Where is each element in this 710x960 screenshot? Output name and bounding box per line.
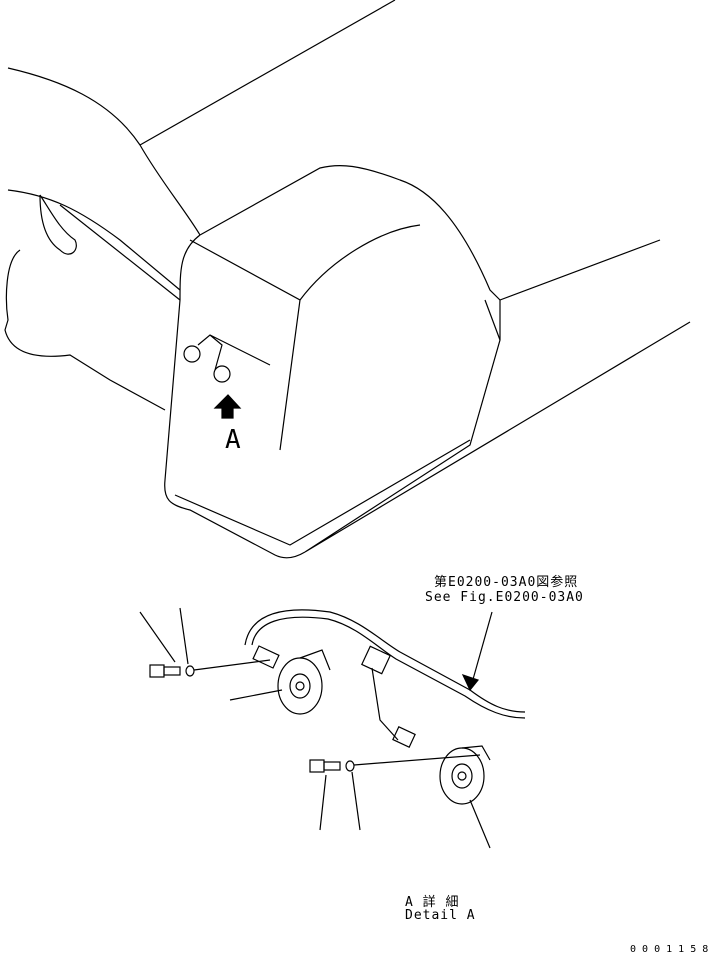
leader-lines [139, 607, 493, 849]
detail-title-japanese: A 詳 細 [405, 895, 460, 910]
bolt [149, 659, 271, 678]
bracket [361, 645, 391, 675]
reference-english: See Fig.E0200-03A0 [425, 590, 584, 605]
bolt [309, 754, 481, 773]
machine-body [4, 0, 691, 559]
horn [439, 745, 491, 805]
drawing-number: 0 0 0 1 1 5 8 0 [630, 944, 709, 955]
arrow-icon [213, 394, 242, 419]
callout-label-a: A [225, 425, 242, 455]
horn [277, 649, 331, 715]
reference-japanese: 第E0200-03A0図参照 [434, 575, 579, 590]
bracket [392, 726, 416, 748]
bracket [252, 645, 280, 669]
detail-title-english: Detail A [405, 908, 476, 923]
detail-a-drawing [139, 607, 526, 849]
horn-location [183, 334, 271, 419]
